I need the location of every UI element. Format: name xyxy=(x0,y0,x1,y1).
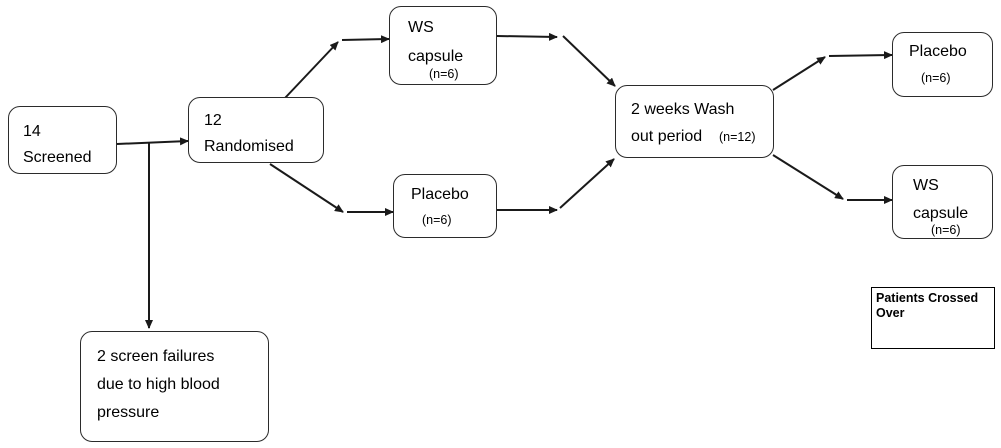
randomised-number: 12 xyxy=(204,112,222,129)
arrow-ws-to-washout-h xyxy=(496,32,558,41)
screened-number: 14 xyxy=(23,123,41,140)
washout-box: 2 weeks Wash out period (n=12) xyxy=(615,85,774,158)
legend-text: Patients Crossed Over xyxy=(876,291,979,320)
ws-capsule-1-n: (n=6) xyxy=(429,67,459,81)
screen-failures-line3: pressure xyxy=(97,404,160,421)
ws-capsule-1-line2: capsule xyxy=(408,48,464,65)
arrow-placebo-to-washout-diag xyxy=(559,158,615,209)
randomised-box: 12 Randomised xyxy=(188,97,324,163)
arrow-randomised-to-ws-diag xyxy=(284,41,339,99)
ws-capsule-1-line1: WS xyxy=(408,19,434,36)
arrow-washout-to-placebo-diag xyxy=(772,56,826,91)
arrow-washout-to-ws-diag xyxy=(772,154,844,200)
arrow-randomised-to-placebo-diag xyxy=(269,163,344,213)
ws-capsule-2-n: (n=6) xyxy=(931,223,961,237)
arrow-randomised-to-ws xyxy=(341,35,390,44)
washout-n: (n=12) xyxy=(719,130,756,144)
placebo-1-n: (n=6) xyxy=(422,213,452,227)
placebo-box-2: Placebo (n=6) xyxy=(892,32,993,97)
ws-capsule-2-line1: WS xyxy=(913,177,939,194)
ws-capsule-2-line2: capsule xyxy=(913,205,969,222)
washout-line1: 2 weeks Wash xyxy=(631,101,735,118)
placebo-box-1: Placebo (n=6) xyxy=(393,174,497,238)
arrow-washout-to-placebo-h xyxy=(828,51,893,60)
arrow-ws-to-washout-diag xyxy=(562,35,616,87)
ws-capsule-box-2: WS capsule (n=6) xyxy=(892,165,993,239)
placebo-1-label: Placebo xyxy=(411,186,469,203)
arrow-screened-to-randomised xyxy=(116,137,189,146)
screen-failures-line2: due to high blood xyxy=(97,376,220,393)
legend-box: Patients Crossed Over xyxy=(871,287,995,349)
screened-label: Screened xyxy=(23,149,92,166)
randomised-label: Randomised xyxy=(204,138,294,155)
placebo-2-n: (n=6) xyxy=(921,71,951,85)
screened-box: 14 Screened xyxy=(8,106,117,174)
washout-line2: out period xyxy=(631,128,703,145)
ws-capsule-box-1: WS capsule (n=6) xyxy=(389,6,497,85)
screen-failures-box: 2 screen failures due to high blood pres… xyxy=(80,331,269,442)
placebo-2-label: Placebo xyxy=(909,43,967,60)
screen-failures-line1: 2 screen failures xyxy=(97,348,215,365)
